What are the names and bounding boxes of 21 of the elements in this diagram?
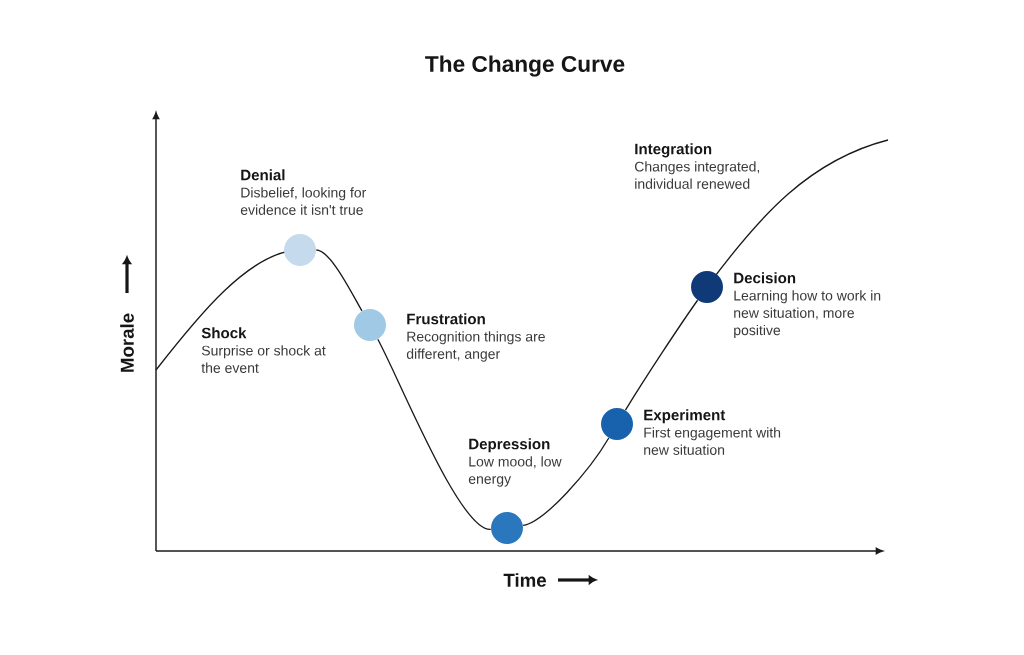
curve [522, 437, 610, 527]
stage-heading: Denial [241, 169, 285, 181]
stage-heading: Experiment [644, 409, 726, 424]
stage-description: Learning how to work in new situation, more positive [734, 290, 881, 338]
axis-label: Morale [120, 313, 134, 372]
stage-heading: Shock [201, 327, 247, 339]
curve [377, 338, 492, 531]
stage-description: Changes integrated, individual renewed [635, 161, 760, 189]
axis-label: Time [503, 573, 546, 587]
stage-heading: Integration [635, 143, 712, 158]
stage-heading: Frustration [407, 313, 485, 325]
stage-description: Recognition things are different, anger [406, 331, 545, 362]
stage-description: Surprise or shock at the event [201, 345, 326, 373]
curve [315, 249, 363, 312]
stage-description: Disbelief, looking for evidence it isn't true [240, 187, 367, 215]
stage-heading: Depression [469, 438, 550, 453]
stage-description: Low mood, low energy [468, 456, 562, 487]
title: The Change Curve [425, 55, 625, 77]
stage-description: First engagement with new situation [644, 427, 781, 455]
curve [624, 299, 699, 411]
stage-heading: Decision [734, 272, 796, 284]
